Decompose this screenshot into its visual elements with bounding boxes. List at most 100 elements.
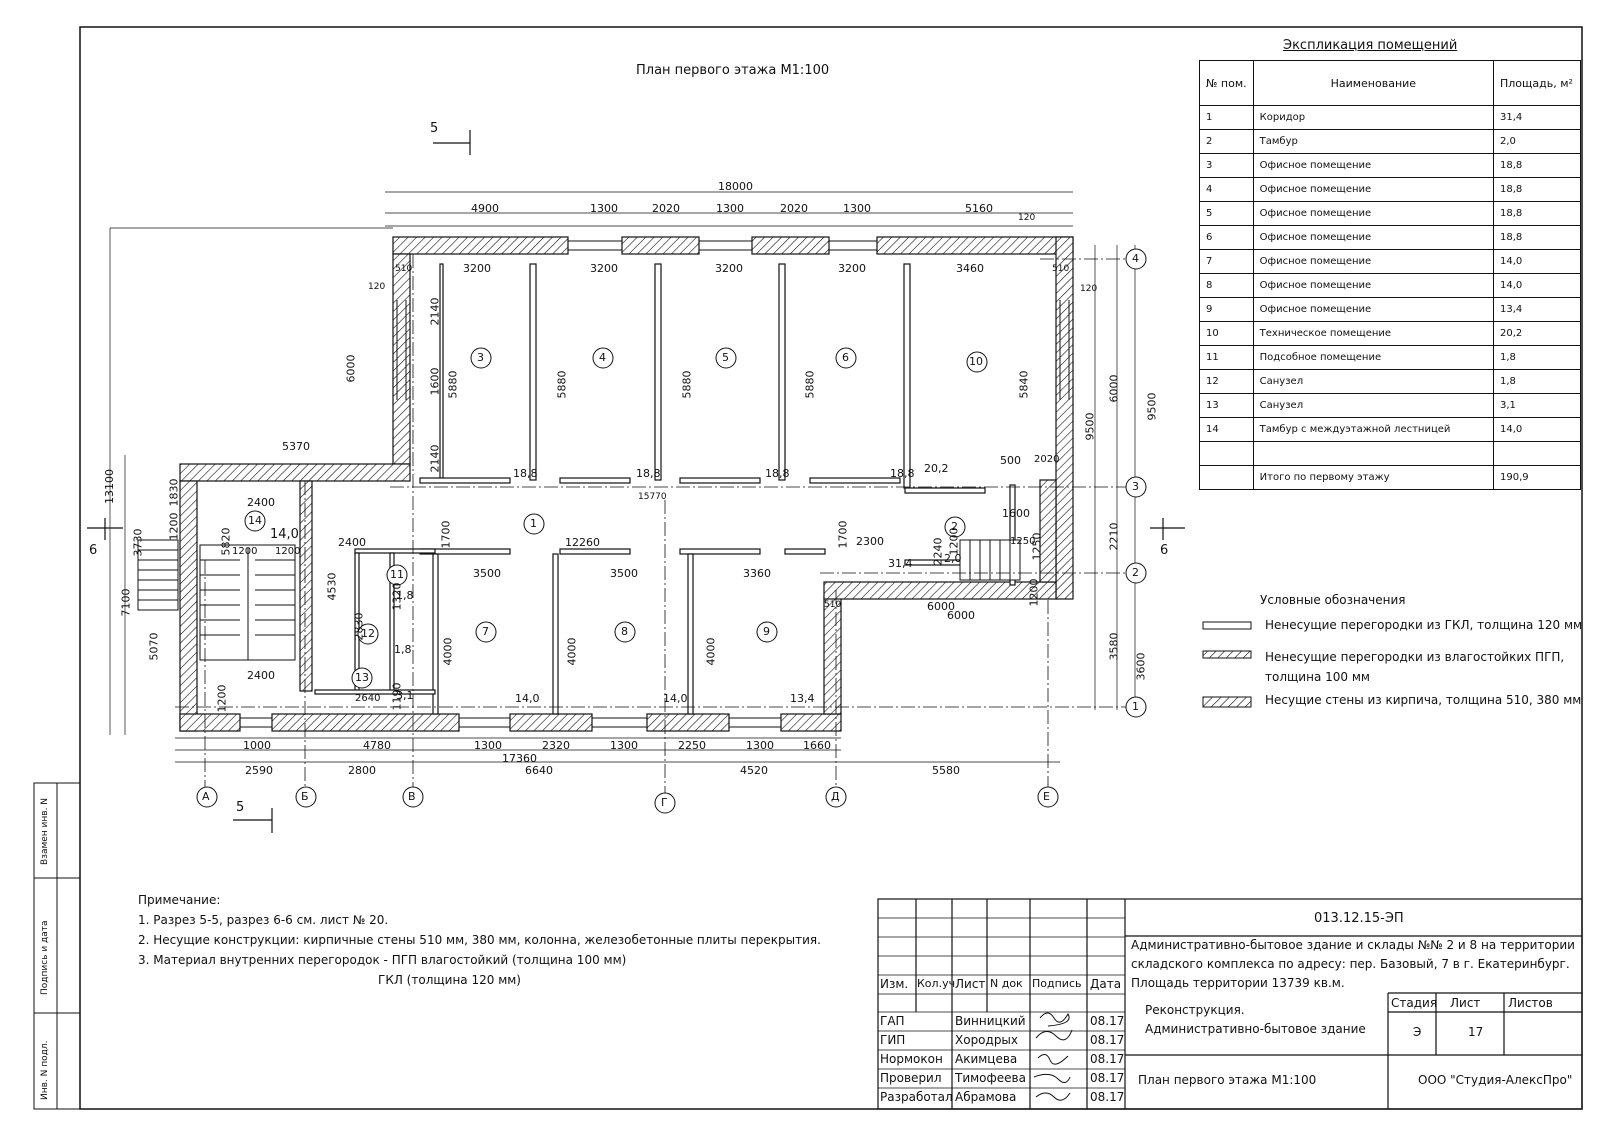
room-area: 18,8 — [765, 467, 790, 480]
explication-row — [1199, 441, 1581, 466]
dim-top: 4900 — [471, 202, 499, 215]
dim-label: 5880 — [446, 370, 460, 399]
dim-label: 4000 — [565, 637, 579, 666]
room-area: 3,1 — [396, 689, 414, 702]
dim-label: 7100 — [119, 588, 133, 617]
dim-label: 2640 — [355, 693, 381, 704]
notes-line: 2. Несущие конструкции: кирпичные стены … — [138, 933, 821, 947]
dim-label: 4000 — [704, 637, 718, 666]
dim-top: 2020 — [780, 202, 808, 215]
axis-letter: В — [408, 790, 416, 803]
explication-name: Офисное помещение — [1252, 249, 1495, 274]
room-number: 8 — [621, 625, 628, 638]
side-label: Инв. N подл. — [40, 1040, 50, 1100]
dim-label: 5370 — [282, 440, 310, 453]
explication-name: Санузел — [1252, 393, 1495, 418]
dim-label: 15770 — [638, 492, 667, 502]
dim-label: 1200 — [275, 546, 301, 557]
dim-bottom: 1300 — [610, 739, 638, 752]
stamp-code: 013.12.15-ЭП — [1314, 911, 1404, 926]
dim-top: 1300 — [590, 202, 618, 215]
explication-header: № пом. — [1199, 60, 1254, 106]
dim-label: 9500 — [1083, 412, 1097, 441]
legend-title: Условные обозначения — [1260, 593, 1406, 607]
room-number: 5 — [722, 351, 729, 364]
partitions — [314, 263, 1016, 715]
explication-num — [1199, 441, 1254, 466]
stamp-stage-label: Листов — [1508, 996, 1553, 1010]
explication-name: Тамбур — [1252, 129, 1495, 154]
explication-area: 14,0 — [1493, 417, 1581, 442]
dim-label: 5070 — [147, 632, 161, 661]
dim-label: 2400 — [247, 496, 275, 509]
dim-label: 2020 — [1034, 454, 1060, 465]
explication-name: Подсобное помещение — [1252, 345, 1495, 370]
stamp-role: ГАП — [880, 1014, 905, 1028]
stamp-description: Административно-бытовое здание и склады … — [1131, 938, 1575, 952]
room-number: 12 — [361, 627, 375, 640]
dim-label: 1250 — [1030, 532, 1044, 561]
stamp-stage-value: Э — [1413, 1025, 1422, 1039]
dim-top-total: 18000 — [718, 180, 753, 193]
explication-num: 9 — [1199, 297, 1254, 322]
dim-label: 5880 — [680, 370, 694, 399]
dim-label: 1200 — [215, 684, 229, 713]
dim-label: 1200 — [167, 512, 181, 541]
dim-label: 1830 — [167, 478, 181, 507]
staircase — [137, 539, 1021, 661]
dim-label: 120 — [1080, 284, 1098, 294]
room-number: 11 — [390, 568, 404, 581]
stamp-project: Административно-бытовое здание — [1145, 1022, 1366, 1036]
room-area: 1,8 — [394, 643, 412, 656]
explication-title: Экспликация помещений — [1283, 38, 1458, 53]
explication-area: 3,1 — [1493, 393, 1581, 418]
dim-bottom: 4780 — [363, 739, 391, 752]
stamp-name: Акимцева — [955, 1052, 1018, 1066]
explication-num: 3 — [1199, 153, 1254, 178]
stamp-role: Нормокон — [880, 1052, 943, 1066]
dim-top: 5160 — [965, 202, 993, 215]
explication-area — [1493, 441, 1581, 466]
stamp-project: Реконструкция. — [1145, 1003, 1245, 1017]
explication-name: Офисное помещение — [1252, 273, 1495, 298]
dim-top: 2020 — [652, 202, 680, 215]
dim-label: 1700 — [836, 520, 850, 549]
stamp-stage-value: 17 — [1468, 1025, 1484, 1039]
explication-name: Офисное помещение — [1252, 177, 1495, 202]
explication-num: 8 — [1199, 273, 1254, 298]
room-area: 18,8 — [890, 467, 915, 480]
explication-num: 12 — [1199, 369, 1254, 394]
dim-label: 6000 — [344, 354, 358, 383]
dim-label: 1700 — [439, 520, 453, 549]
stamp-role: Разработал — [880, 1090, 953, 1104]
dim-top: 1300 — [843, 202, 871, 215]
dim-label: 120 — [368, 282, 386, 292]
dim-label: 500 — [1000, 454, 1021, 467]
explication-area: 13,4 — [1493, 297, 1581, 322]
axis-letter: Д — [831, 790, 840, 803]
room-number: 9 — [763, 625, 770, 638]
dim-label: 3500 — [610, 567, 638, 580]
stamp-col-header: Подпись — [1032, 977, 1082, 990]
stamp-col-header: Лист — [955, 977, 986, 991]
dim-label: 1600 — [428, 367, 442, 396]
explication-name: Тамбур с междуэтажной лестницей — [1252, 417, 1495, 442]
explication-num: 2 — [1199, 129, 1254, 154]
room-circles — [244, 347, 988, 689]
stamp-date: 08.17 — [1090, 1071, 1125, 1085]
room-number: 1 — [530, 517, 537, 530]
explication-name — [1252, 441, 1495, 466]
room-area: 18,8 — [636, 467, 661, 480]
stamp-description: складского комплекса по адресу: пер. Баз… — [1131, 957, 1570, 971]
dim-axes-bottom: 2590 — [245, 764, 273, 777]
explication-num: 4 — [1199, 177, 1254, 202]
explication-name: Офисное помещение — [1252, 153, 1495, 178]
